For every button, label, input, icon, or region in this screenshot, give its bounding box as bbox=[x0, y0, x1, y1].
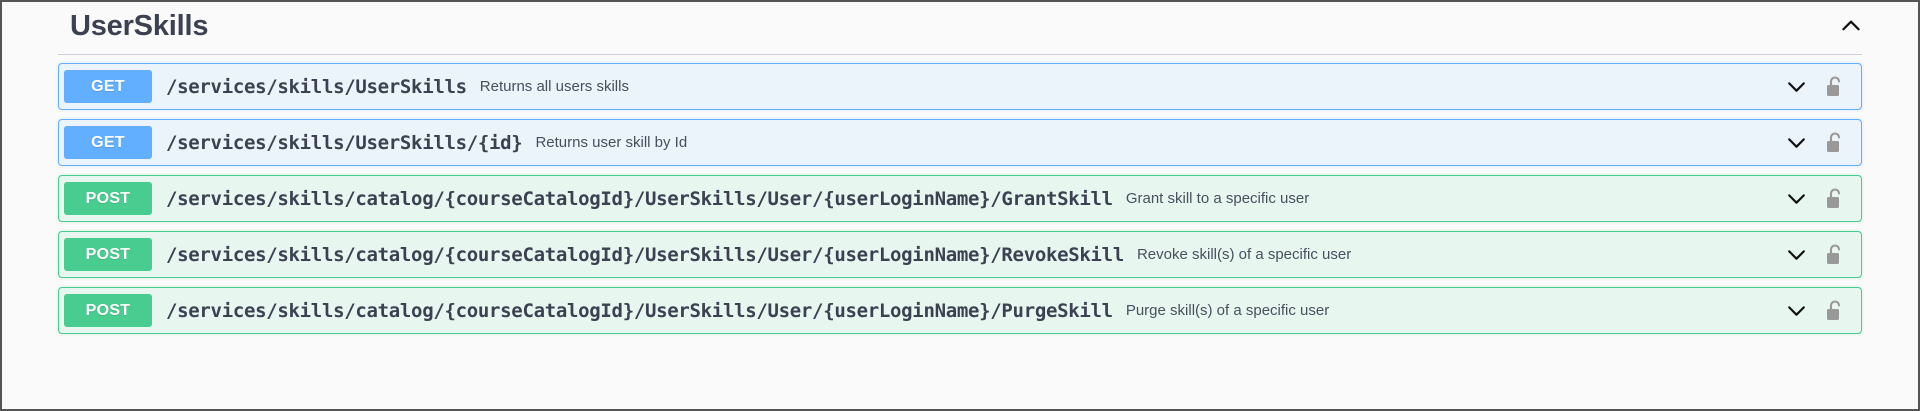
operation-summary: Revoke skill(s) of a specific user bbox=[1136, 246, 1352, 263]
page-title: UserSkills bbox=[70, 10, 209, 42]
method-badge: POST bbox=[64, 294, 152, 327]
operation-row[interactable]: POST /services/skills/catalog/{courseCat… bbox=[58, 231, 1862, 278]
operation-row[interactable]: GET /services/skills/UserSkills/{id} Ret… bbox=[58, 119, 1862, 166]
operation-summary: Returns user skill by Id bbox=[535, 134, 688, 151]
operation-path: /services/skills/catalog/{courseCatalogI… bbox=[166, 187, 1113, 210]
method-badge: GET bbox=[64, 70, 152, 103]
tag-divider bbox=[58, 54, 1862, 55]
operation-path: /services/skills/UserSkills bbox=[166, 75, 467, 98]
operations-list: GET /services/skills/UserSkills Returns … bbox=[2, 55, 1918, 334]
method-badge: POST bbox=[64, 182, 152, 215]
operation-path: /services/skills/catalog/{courseCatalogI… bbox=[166, 299, 1113, 322]
unlocked-padlock-icon[interactable] bbox=[1823, 74, 1847, 100]
operation-row[interactable]: GET /services/skills/UserSkills Returns … bbox=[58, 63, 1862, 110]
unlocked-padlock-icon[interactable] bbox=[1823, 242, 1847, 268]
operation-row[interactable]: POST /services/skills/catalog/{courseCat… bbox=[58, 175, 1862, 222]
chevron-down-icon[interactable] bbox=[1781, 296, 1811, 326]
chevron-down-icon[interactable] bbox=[1781, 240, 1811, 270]
operation-path: /services/skills/UserSkills/{id} bbox=[166, 131, 523, 154]
unlocked-padlock-icon[interactable] bbox=[1823, 186, 1847, 212]
method-badge: GET bbox=[64, 126, 152, 159]
operation-row[interactable]: POST /services/skills/catalog/{courseCat… bbox=[58, 287, 1862, 334]
method-badge: POST bbox=[64, 238, 152, 271]
unlocked-padlock-icon[interactable] bbox=[1823, 130, 1847, 156]
chevron-down-icon[interactable] bbox=[1781, 128, 1811, 158]
operation-summary: Grant skill to a specific user bbox=[1125, 190, 1310, 207]
operation-summary: Returns all users skills bbox=[479, 78, 629, 95]
tag-section-userskills: UserSkills GET /services/skills/UserSkil… bbox=[2, 2, 1918, 334]
chevron-down-icon[interactable] bbox=[1781, 184, 1811, 214]
operation-path: /services/skills/catalog/{courseCatalogI… bbox=[166, 243, 1124, 266]
operation-summary: Purge skill(s) of a specific user bbox=[1125, 302, 1330, 319]
chevron-up-icon[interactable] bbox=[1836, 11, 1866, 41]
unlocked-padlock-icon[interactable] bbox=[1823, 298, 1847, 324]
chevron-down-icon[interactable] bbox=[1781, 72, 1811, 102]
tag-header-userskills[interactable]: UserSkills bbox=[2, 2, 1918, 54]
